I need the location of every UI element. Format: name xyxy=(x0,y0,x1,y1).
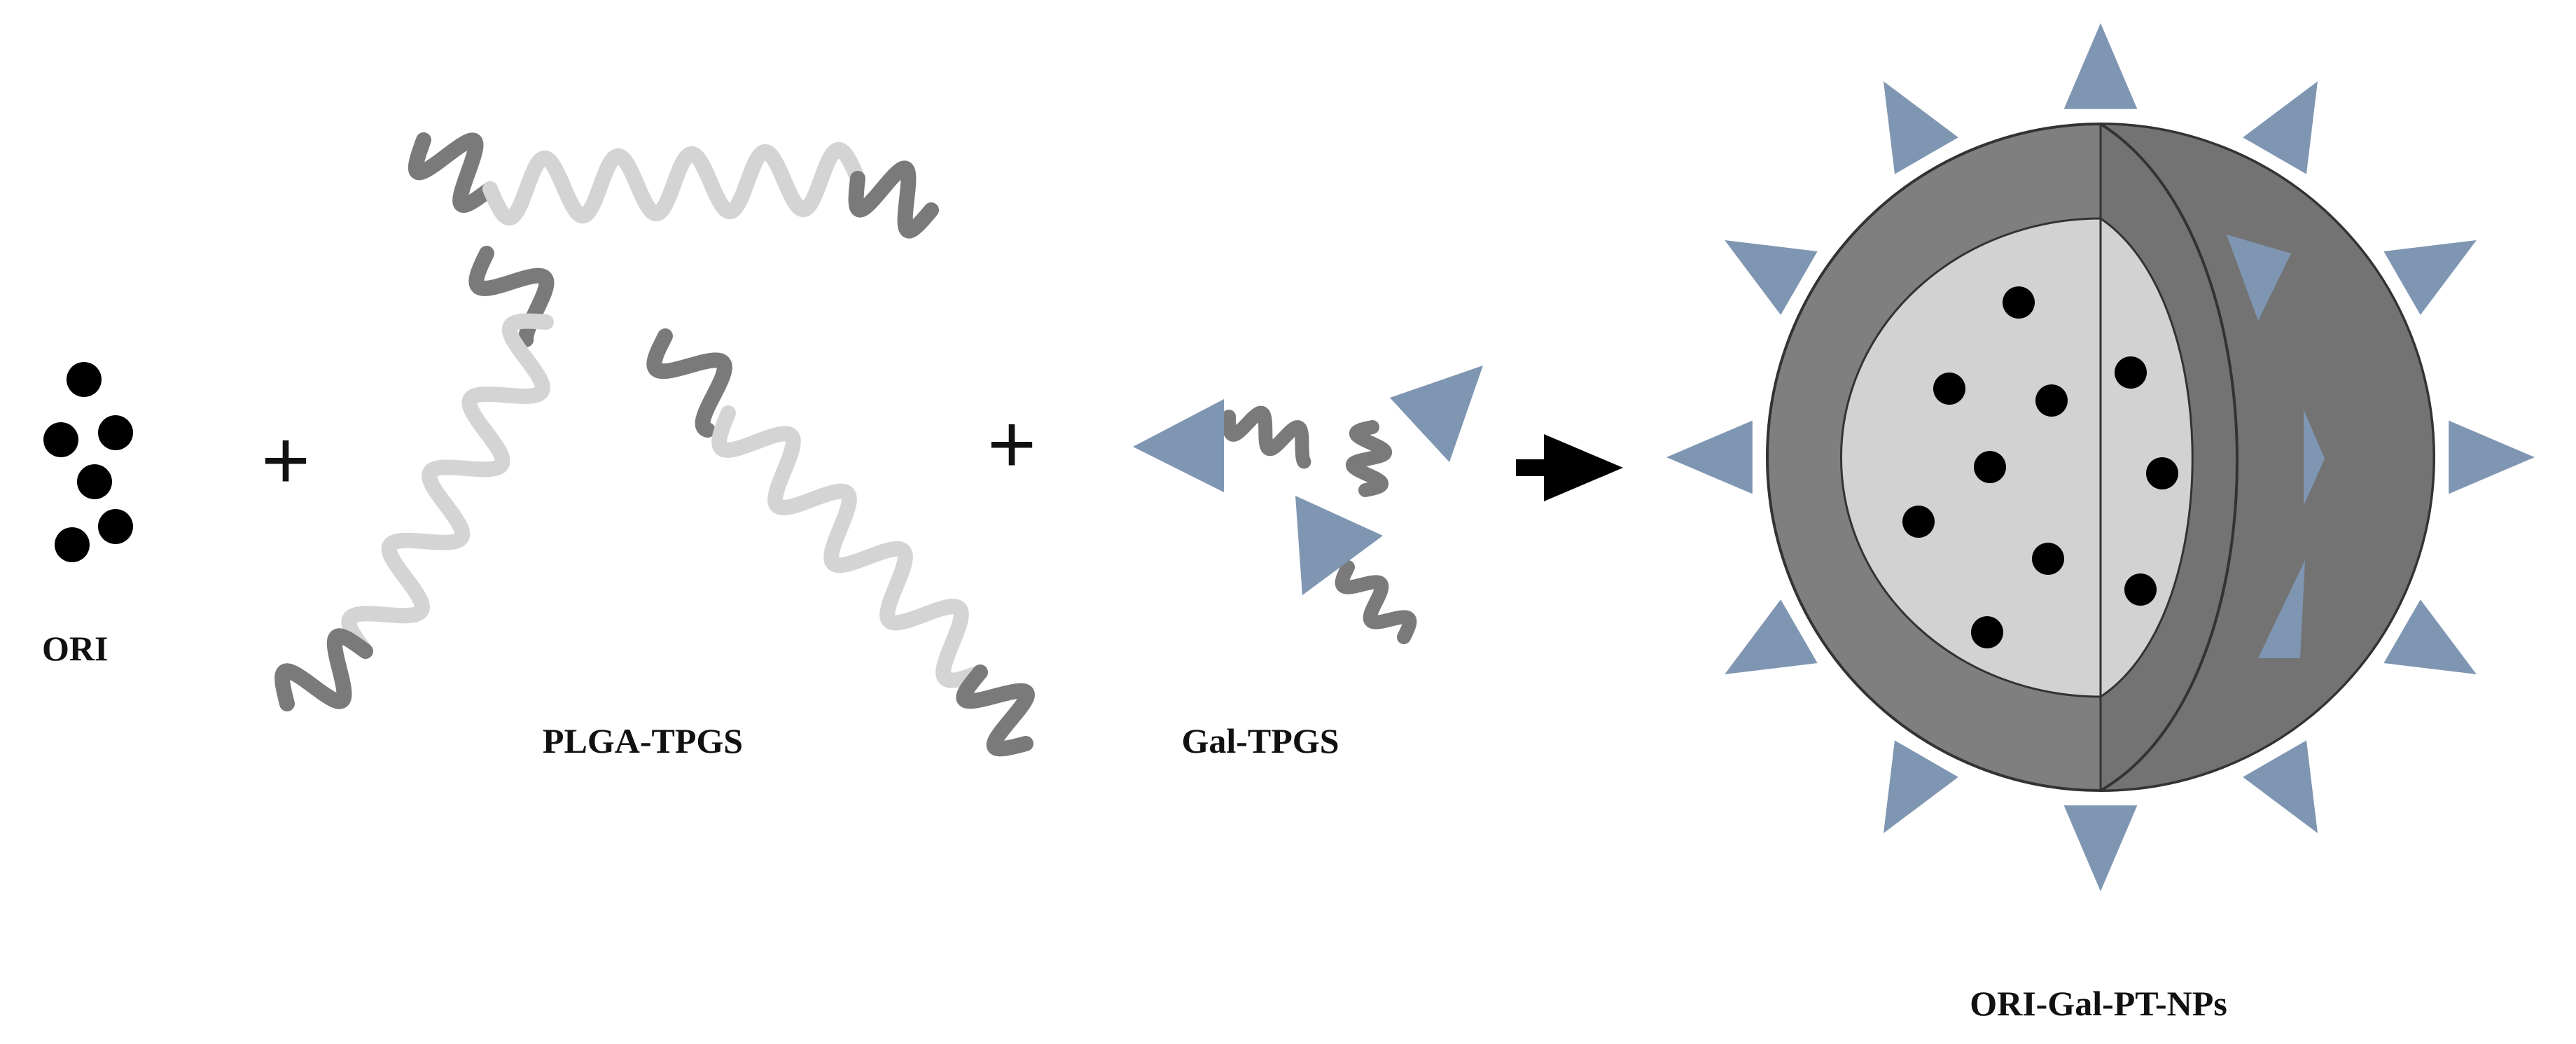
ori-dot xyxy=(1902,506,1935,538)
right-arrow-icon xyxy=(1516,434,1623,501)
galactose-triangle-icon xyxy=(2243,740,2318,833)
encapsulated-ori xyxy=(1902,286,2178,648)
galactose-triangle-icon xyxy=(2063,805,2138,891)
gal-tpgs-label: Gal-TPGS xyxy=(1181,721,1339,760)
galactose-triangle-icon xyxy=(2063,23,2138,109)
gal-triangles xyxy=(1133,366,1483,595)
galactose-triangle-icon xyxy=(2258,560,2305,658)
shell-embedded-triangles xyxy=(2227,235,2325,658)
product-label: ORI-Gal-PT-NPs xyxy=(1970,984,2227,1023)
galactose-triangle-icon xyxy=(1725,599,1818,674)
ori-dot xyxy=(2032,543,2064,575)
surface-galactose-triangles xyxy=(1666,23,2535,891)
ori-dot xyxy=(1974,451,2006,483)
ori-dot xyxy=(2003,286,2035,319)
galactose-triangle-icon xyxy=(1884,740,1958,833)
ori-dot xyxy=(98,509,133,544)
galactose-triangle-icon xyxy=(1133,399,1224,492)
ori-dot xyxy=(55,527,90,562)
ori-dot xyxy=(2146,457,2178,489)
plga-tpgs-label: PLGA-TPGS xyxy=(543,721,743,760)
galactose-triangle-icon xyxy=(2383,240,2477,315)
ori-dot xyxy=(77,464,112,499)
ori-dot xyxy=(1933,373,1965,405)
galactose-triangle-icon xyxy=(2383,599,2477,674)
plga-segment xyxy=(482,141,865,226)
plga-segment xyxy=(341,313,554,659)
galactose-triangle-icon xyxy=(2227,235,2291,321)
ori-dot xyxy=(67,362,102,397)
plus-sign: + xyxy=(261,413,310,507)
tpgs-segment xyxy=(274,628,373,711)
tpgs-segment xyxy=(848,160,939,239)
galactose-triangle-icon xyxy=(2449,420,2535,494)
gal-tpgs-chains xyxy=(1222,405,1417,644)
ori-dot xyxy=(2035,384,2068,417)
tpgs-segment xyxy=(956,664,1035,757)
plus-sign: + xyxy=(987,397,1036,491)
shell-band-line xyxy=(2099,123,2239,792)
galactose-triangle-icon xyxy=(1666,420,1753,494)
tpgs-segment xyxy=(1335,560,1417,644)
ori-dot xyxy=(1971,616,2003,648)
tpgs-segment xyxy=(646,328,732,438)
plga-tpgs-chains xyxy=(274,132,1035,757)
shell-right-face xyxy=(2099,123,2435,792)
tpgs-segment xyxy=(1222,405,1311,469)
ori-dot xyxy=(98,415,133,450)
galactose-triangle-icon xyxy=(1390,366,1483,462)
ori-dot xyxy=(43,422,78,457)
galactose-triangle-icon xyxy=(1884,81,1958,174)
nanoparticle xyxy=(1666,23,2535,891)
tpgs-segment xyxy=(468,246,555,347)
ori-dot xyxy=(2115,356,2147,389)
tpgs-segment xyxy=(1345,420,1393,497)
galactose-triangle-icon xyxy=(2304,410,2325,506)
galactose-triangle-icon xyxy=(1295,496,1383,595)
ori-label: ORI xyxy=(42,629,108,668)
nanoparticle-core xyxy=(1840,217,2102,698)
galactose-triangle-icon xyxy=(2243,81,2318,174)
core-cross-section xyxy=(2099,216,2194,699)
tpgs-segment xyxy=(408,132,498,213)
galactose-triangle-icon xyxy=(1725,240,1818,315)
ori-dot xyxy=(2124,573,2157,606)
plga-segment xyxy=(711,405,988,688)
ori-molecules xyxy=(43,362,133,562)
